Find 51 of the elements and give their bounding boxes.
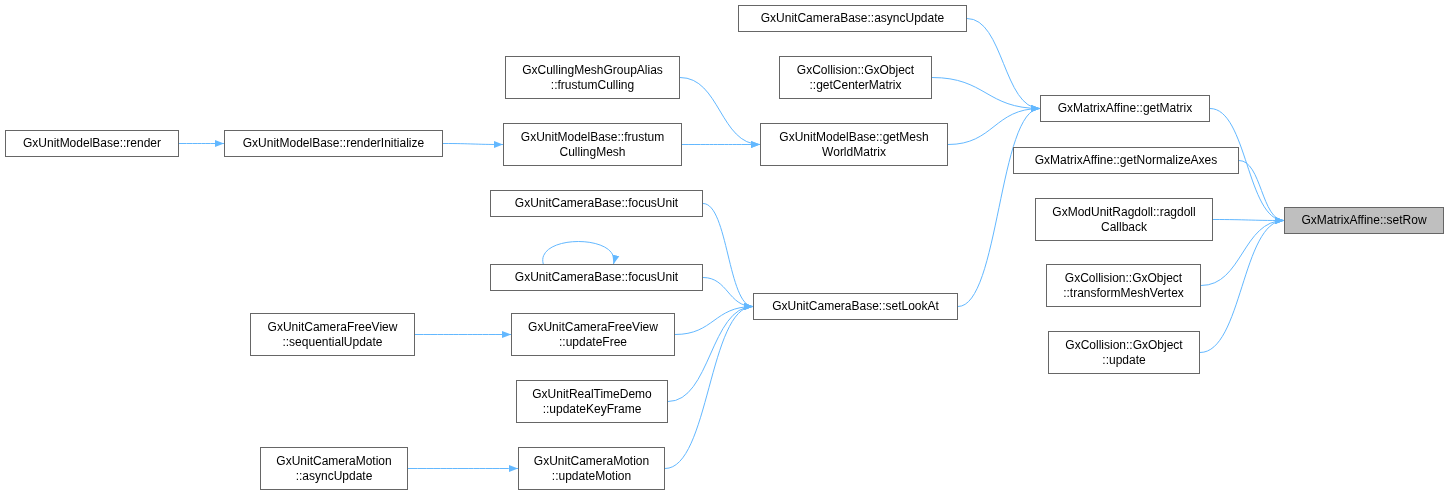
arrow	[542, 241, 618, 265]
function-name: GxUnitCameraFreeView ::updateFree	[527, 319, 659, 350]
function-box	[5, 130, 179, 157]
function-name: GxModUnitRagdoll::ragdoll Callback	[1051, 204, 1197, 235]
function-box	[753, 293, 958, 320]
function-name: GxCollision::GxObject ::transformMeshVertex	[1062, 270, 1185, 301]
function-name: GxMatrixAffine::setRow	[1301, 213, 1427, 228]
function-box	[1013, 147, 1239, 174]
function-name: GxUnitModelBase::frustum CullingMesh	[519, 129, 666, 160]
function-box	[518, 447, 665, 490]
function-box	[250, 313, 415, 356]
function-name: GxUnitRealTimeDemo ::updateKeyFrame	[531, 386, 653, 417]
function-name: GxUnitCameraBase::focusUnit	[514, 196, 679, 211]
function-box	[779, 56, 932, 99]
function-name: GxCullingMeshGroupAlias ::frustumCulling	[521, 62, 664, 93]
arrow	[178, 139, 225, 148]
function-name: GxMatrixAffine::getMatrix	[1057, 101, 1193, 116]
arrow	[957, 108, 1041, 307]
arrow	[442, 140, 504, 149]
function-box	[505, 56, 680, 99]
function-name: GxUnitModelBase::getMesh WorldMatrix	[778, 129, 930, 160]
function-box	[503, 123, 682, 166]
function-box	[1048, 331, 1200, 374]
function-name: GxUnitCameraBase::focusUnit	[514, 270, 679, 285]
function-name: GxUnitCameraBase::asyncUpdate	[760, 11, 945, 26]
function-box	[490, 264, 703, 291]
function-box	[738, 5, 967, 32]
function-name: GxCollision::GxObject ::update	[1064, 337, 1184, 368]
function-name: GxUnitCameraMotion ::asyncUpdate	[275, 453, 393, 484]
function-name: GxUnitCameraFreeView ::sequentialUpdate	[266, 319, 399, 350]
function-name: GxUnitModelBase::render	[22, 136, 162, 151]
function-name: GxMatrixAffine::getNormalizeAxes	[1034, 153, 1218, 168]
function-box	[760, 123, 948, 166]
function-box	[511, 313, 675, 356]
arrow	[1199, 219, 1285, 353]
function-box	[1040, 95, 1210, 122]
function-box	[1046, 264, 1201, 307]
arrow	[414, 330, 512, 339]
function-name: GxUnitCameraMotion ::updateMotion	[532, 453, 651, 484]
function-box	[516, 380, 668, 423]
function-name: GxCollision::GxObject ::getCenterMatrix	[795, 62, 916, 93]
function-box	[490, 190, 703, 217]
function-box	[224, 130, 443, 157]
arrow	[407, 464, 519, 473]
function-name: GxUnitModelBase::renderInitialize	[242, 136, 425, 151]
arrow	[681, 140, 761, 149]
function-name: GxUnitCameraBase::setLookAt	[772, 299, 939, 314]
function-box	[260, 447, 408, 490]
function-box	[1035, 198, 1213, 241]
highlighted-function-box	[1284, 207, 1444, 234]
arrow	[664, 305, 754, 469]
